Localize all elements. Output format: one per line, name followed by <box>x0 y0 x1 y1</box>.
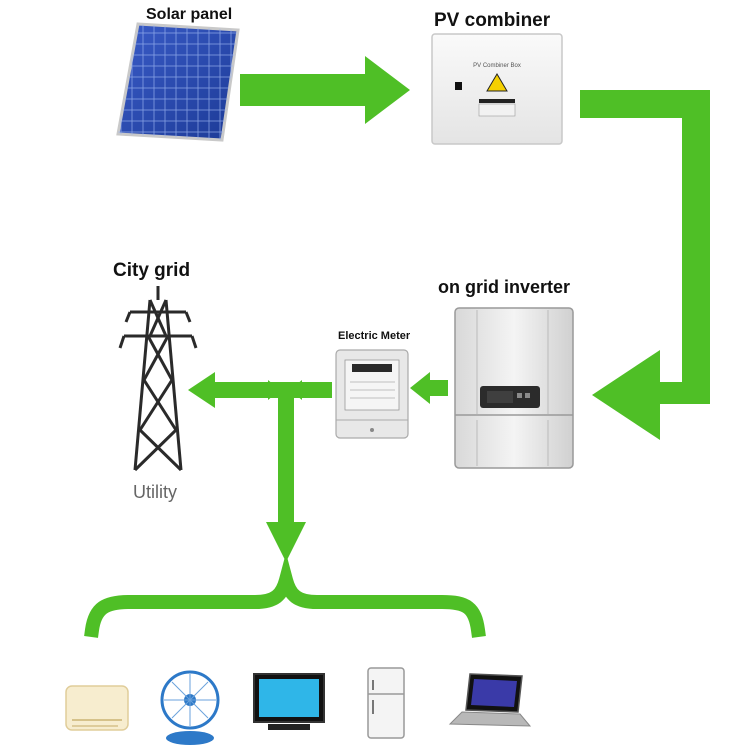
transmission-tower-icon <box>118 286 198 472</box>
arrow-solar-to-combiner <box>240 56 410 124</box>
combiner-box-text: PV Combiner Box <box>473 63 521 69</box>
air-conditioner-icon <box>65 685 129 731</box>
inverter-label: on grid inverter <box>438 277 571 297</box>
loads-brace <box>84 552 486 638</box>
arrow-inverter-to-meter <box>410 372 448 404</box>
arrow-combiner-to-inverter <box>580 90 710 440</box>
arrow-meter-to-grid <box>188 372 332 408</box>
electric-meter-label: Electric Meter <box>338 330 411 342</box>
city-grid-label: City grid <box>113 260 191 281</box>
junction-arrow-left <box>268 380 280 400</box>
fan-icon <box>160 670 220 745</box>
inverter-icon <box>454 307 574 469</box>
solar-panel-icon <box>116 22 240 142</box>
solar-panel-label: Solar panel <box>146 6 233 23</box>
utility-label: Utility <box>133 482 177 502</box>
laptop-icon <box>448 673 532 727</box>
tv-icon <box>253 673 325 730</box>
electric-meter-icon <box>335 349 409 439</box>
combiner-box-icon: PV Combiner Box <box>431 33 563 145</box>
junction-arrow-right <box>290 380 302 400</box>
arrow-down-to-loads <box>266 392 306 562</box>
refrigerator-icon <box>367 667 405 739</box>
pv-combiner-label: PV combiner <box>434 10 551 31</box>
